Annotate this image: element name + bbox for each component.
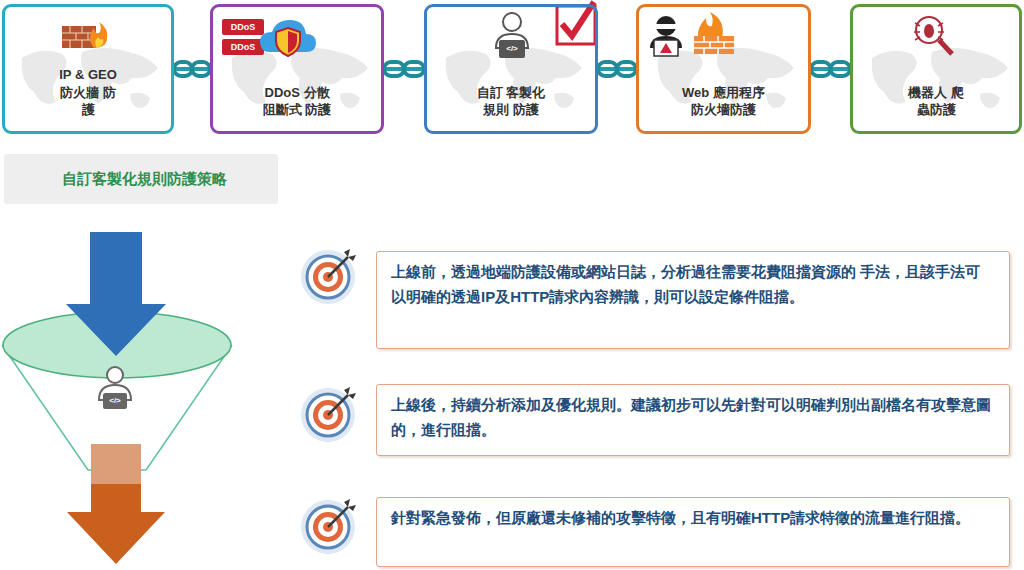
ddos-tag-text: DDoS [223,20,263,34]
code-symbol: </> [502,44,522,54]
box-text: 機器人 爬蟲防護 [907,84,965,119]
box-text: 上線前，透過地端防護設備或網站日誌，分析過往需要花費阻擋資源的 手法，且該手法可… [391,260,995,310]
bot-icon [914,17,952,54]
ddos-tag-text: DDoS [223,40,263,54]
box-text: DDoS 分散阻斷式 防護 [262,84,332,119]
layer-box: 機器人 爬蟲防護 [850,4,1022,134]
target-icon [301,249,356,304]
chain-link [174,62,210,76]
code-symbol: </> [105,396,125,406]
box-text: 上線後，持續分析添加及優化規則。建議初步可以先針對可以明確判別出副檔名有攻擊意圖… [391,393,995,443]
strategy-box: 上線前，透過地端防護設備或網站日誌，分析過往需要花費阻擋資源的 手法，且該手法可… [376,251,1010,349]
layer-box: Web 應用程序 防火墻防護 [636,4,811,134]
box-text: 自訂 客製化規則 防護 [476,84,546,119]
waf-icon [650,12,734,56]
ddos-icon [222,19,316,56]
target-icon [301,387,356,442]
funnel-illustration [2,232,232,564]
box-text: 自訂客製化規則防護策略 [62,170,227,189]
chain-link [598,62,636,76]
chain-link [384,62,424,76]
heading-bar: 自訂客製化規則防護策略 [4,154,278,204]
box-text: Web 應用程序 防火墻防護 [678,84,770,119]
strategy-box: 上線後，持續分析添加及優化規則。建議初步可以先針對可以明確判別出副檔名有攻擊意圖… [376,384,1010,456]
strategy-box: 針對緊急發佈，但原廠還未修補的攻擊特徵，且有明確HTTP請求特徵的流量進行阻擋。 [376,497,1010,567]
box-text: 針對緊急發佈，但原廠還未修補的攻擊特徵，且有明確HTTP請求特徵的流量進行阻擋。 [391,506,995,531]
firewall-icon [62,22,107,48]
box-text: IP & GEO 防火牆 防護 [56,66,120,119]
chain-link [811,62,850,76]
target-icon [301,499,356,554]
developer-icon [496,2,595,58]
layer-box: IP & GEO 防火牆 防護 [2,4,174,134]
layer-box: 自訂 客製化規則 防護 [424,4,598,134]
